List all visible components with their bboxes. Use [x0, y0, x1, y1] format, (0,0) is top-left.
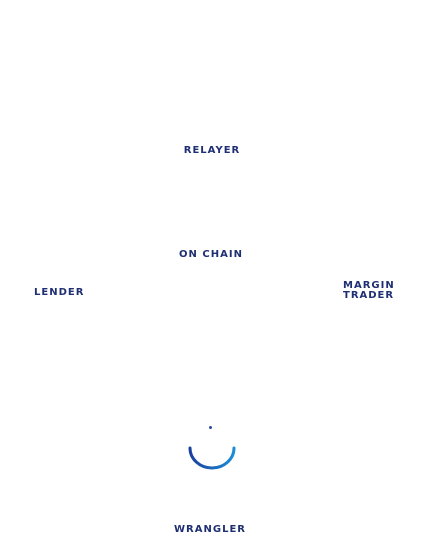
node-lender-label: LENDER: [34, 287, 85, 298]
node-wrangler-label: WRANGLER: [174, 524, 246, 535]
node-relayer-label: RELAYER: [183, 145, 241, 156]
node-on-chain-label: ON CHAIN: [179, 249, 243, 260]
dot-icon: [209, 426, 212, 429]
spinner-arc: [188, 446, 236, 470]
node-margin-trader-line-2: TRADER: [343, 290, 395, 301]
loading-spinner-icon: [188, 446, 236, 470]
node-margin-trader-line-1: MARGIN: [343, 280, 395, 291]
node-margin-trader-label: MARGIN TRADER: [343, 281, 395, 301]
